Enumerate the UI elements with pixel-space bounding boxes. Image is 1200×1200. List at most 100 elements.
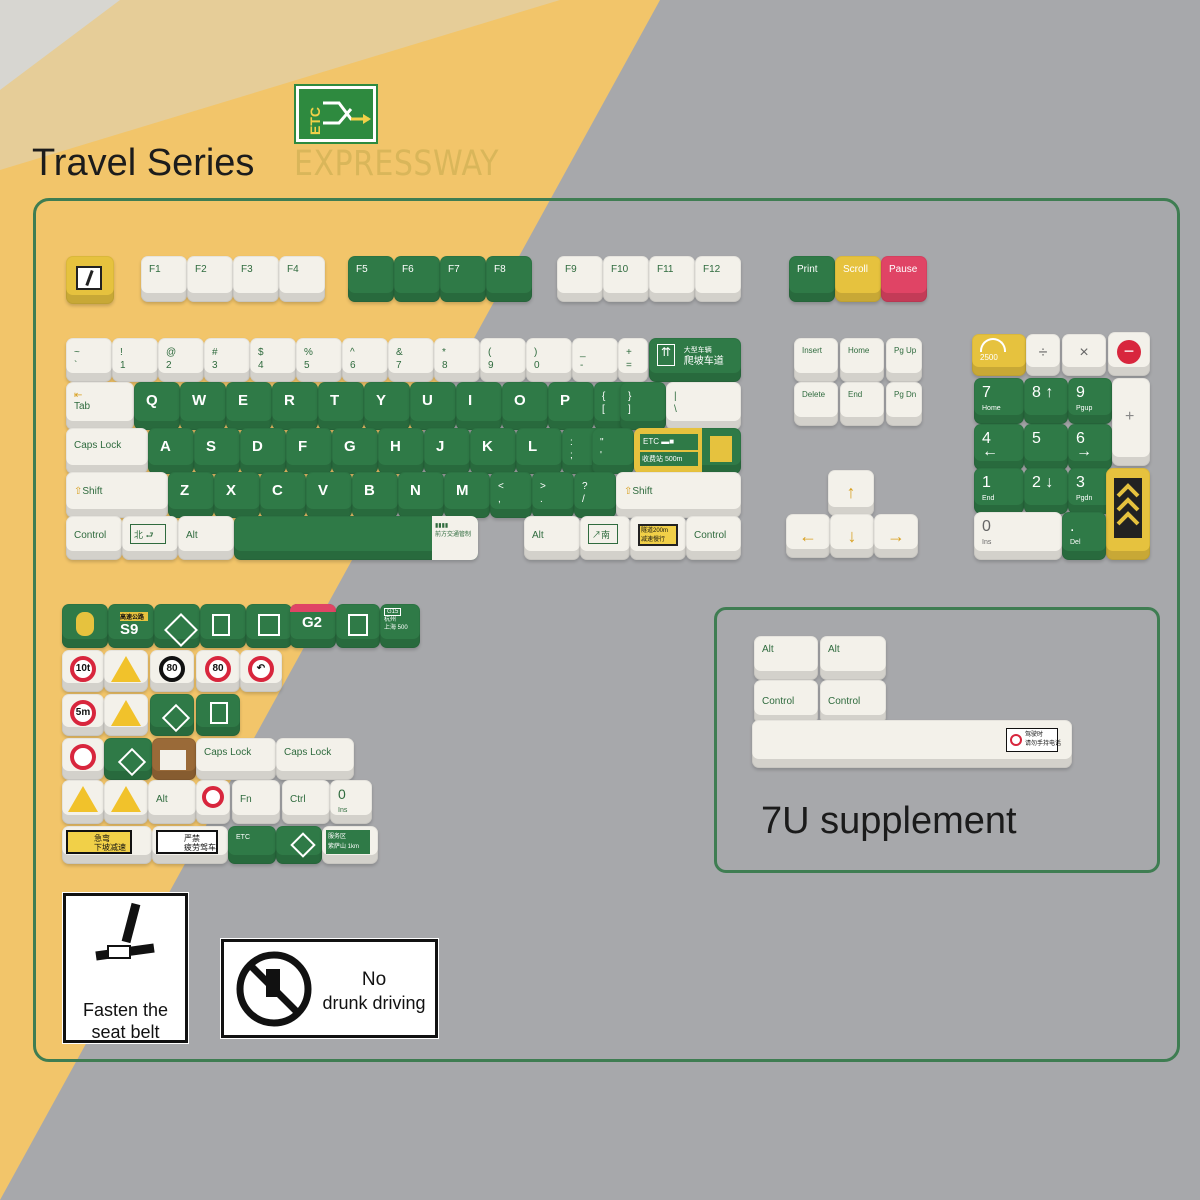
extra-key-g15[interactable]: G15 杭州 上海 500 — [380, 604, 420, 648]
extra-key-ctrl[interactable]: Ctrl — [282, 780, 330, 824]
key-pgdn[interactable]: Pg Dn — [886, 382, 922, 426]
key-9[interactable]: (9 — [480, 338, 526, 382]
key-f11[interactable]: F11 — [649, 256, 695, 302]
key-numpad-6[interactable]: 6→ — [1068, 424, 1112, 470]
key-backspace[interactable]: ⇈ 大型车辆 爬坡车道 — [649, 338, 741, 382]
extra-key-service-area[interactable]: 服务区紫萨山 1km — [322, 826, 378, 864]
key-f7[interactable]: F7 — [440, 256, 486, 302]
key-j[interactable]: J — [424, 428, 470, 474]
esc-key[interactable] — [66, 256, 114, 304]
key-z[interactable]: Z — [168, 472, 214, 518]
key-left-shift[interactable]: ⇧Shift — [66, 472, 168, 518]
key-left-win[interactable]: 北 ⮐ — [122, 516, 178, 560]
supp-spacebar-7u[interactable]: 驾驶时请勿手持电话 — [752, 720, 1072, 768]
supp-key-alt-1[interactable]: Alt — [754, 636, 818, 680]
key-i[interactable]: I — [456, 382, 502, 430]
key-period[interactable]: >. — [532, 472, 574, 518]
extra-key-fuel[interactable] — [336, 604, 380, 648]
extra-key-g2[interactable]: G2 — [290, 604, 336, 648]
key-pause[interactable]: Pause — [881, 256, 927, 302]
key-f10[interactable]: F10 — [603, 256, 649, 302]
key-scroll[interactable]: Scroll — [835, 256, 881, 302]
key-insert[interactable]: Insert — [794, 338, 838, 382]
extra-key-s9[interactable]: 高速公路 S9 — [108, 604, 154, 648]
key-4[interactable]: $4 — [250, 338, 296, 382]
extra-key-toilet[interactable] — [246, 604, 292, 648]
key-arrow-down[interactable]: ↓ — [830, 514, 874, 558]
supp-key-control-2[interactable]: Control — [820, 680, 886, 724]
key-f6[interactable]: F6 — [394, 256, 440, 302]
supp-key-control-1[interactable]: Control — [754, 680, 818, 724]
extra-key-etc[interactable]: ETC — [228, 826, 276, 864]
key-numpad-plus[interactable]: + — [1112, 378, 1150, 466]
key-w[interactable]: W — [180, 382, 226, 430]
extra-key-rock[interactable] — [62, 604, 108, 648]
key-f4[interactable]: F4 — [279, 256, 325, 302]
key-b[interactable]: B — [352, 472, 398, 518]
key-arrow-up[interactable]: ↑ — [828, 470, 874, 516]
key-5[interactable]: %5 — [296, 338, 342, 382]
key-end[interactable]: End — [840, 382, 884, 426]
extra-key-no-fatigue[interactable]: 严禁疲劳驾车 — [152, 826, 228, 864]
key-2[interactable]: @2 — [158, 338, 204, 382]
key-rbracket[interactable]: }] — [620, 382, 666, 430]
extra-key-curve-sign[interactable]: 急弯下坡减速 — [62, 826, 152, 864]
key-left-alt[interactable]: Alt — [178, 516, 234, 560]
key-1[interactable]: !1 — [112, 338, 158, 382]
key-left-control[interactable]: Control — [66, 516, 122, 560]
extra-key-diamond[interactable] — [150, 694, 194, 736]
key-numpad-multiply[interactable]: × — [1062, 334, 1106, 376]
extra-key-worker[interactable] — [104, 694, 148, 736]
key-numpad-8[interactable]: 8 ↑ — [1024, 378, 1068, 424]
key-home[interactable]: Home — [840, 338, 884, 382]
extra-key-alt[interactable]: Alt — [148, 780, 196, 824]
key-3[interactable]: #3 — [204, 338, 250, 382]
key-numlock[interactable]: 2500 — [972, 334, 1026, 376]
key-6[interactable]: ^6 — [342, 338, 388, 382]
key-t[interactable]: T — [318, 382, 364, 430]
key-e[interactable]: E — [226, 382, 272, 430]
key-caps-lock[interactable]: Caps Lock — [66, 428, 148, 474]
key-comma[interactable]: <, — [490, 472, 532, 518]
key-spacebar[interactable]: ▮▮▮▮前方交通管制 — [234, 516, 478, 560]
key-numpad-2[interactable]: 2 ↓ — [1024, 468, 1068, 514]
extra-key-no-turn[interactable]: ↶ — [240, 650, 282, 692]
key-equals[interactable]: += — [618, 338, 648, 382]
key-numpad-divide[interactable]: ÷ — [1026, 334, 1060, 376]
key-f2[interactable]: F2 — [187, 256, 233, 302]
extra-key-landslide[interactable] — [152, 738, 196, 780]
key-numpad-4[interactable]: 4← — [974, 424, 1024, 470]
extra-key-sos[interactable] — [196, 694, 240, 736]
key-f8[interactable]: F8 — [486, 256, 532, 302]
extra-key-no-overtake[interactable] — [62, 738, 104, 780]
key-a[interactable]: A — [148, 428, 194, 474]
key-s[interactable]: S — [194, 428, 240, 474]
key-enter[interactable]: ETC ▬■ 收费站 500m — [634, 428, 741, 474]
extra-key-warning[interactable] — [104, 650, 148, 692]
key-8[interactable]: *8 — [434, 338, 480, 382]
key-c[interactable]: C — [260, 472, 306, 518]
key-q[interactable]: Q — [134, 382, 180, 430]
extra-key-worker-2[interactable] — [62, 780, 104, 824]
extra-key-merge[interactable] — [154, 604, 200, 648]
key-n[interactable]: N — [398, 472, 444, 518]
key-right-control[interactable]: Control — [686, 516, 741, 560]
key-menu[interactable]: ↗南 — [580, 516, 630, 560]
key-0[interactable]: )0 — [526, 338, 572, 382]
key-o[interactable]: O — [502, 382, 548, 430]
key-p[interactable]: P — [548, 382, 594, 430]
key-pgup[interactable]: Pg Up — [886, 338, 922, 382]
key-slash[interactable]: ?/ — [574, 472, 616, 518]
extra-key-phone[interactable] — [200, 604, 246, 648]
key-numpad-5[interactable]: 5 — [1024, 424, 1068, 470]
extra-key-80-black[interactable]: 80 — [150, 650, 194, 692]
extra-key-fn[interactable]: Fn — [232, 780, 280, 824]
key-d[interactable]: D — [240, 428, 286, 474]
key-right-shift[interactable]: ⇧Shift — [616, 472, 741, 518]
key-k[interactable]: K — [470, 428, 516, 474]
